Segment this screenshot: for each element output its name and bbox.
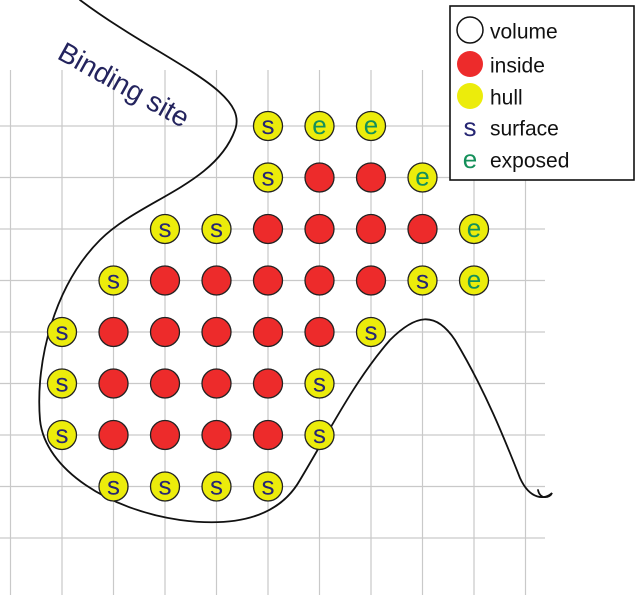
inside-point [201, 419, 232, 451]
legend: volume inside hull s surface e exposed [449, 5, 635, 181]
inside-point [304, 316, 335, 348]
surface-point-glyph: s [262, 471, 275, 501]
inside-point [201, 265, 232, 296]
exposed-point-glyph: e [467, 213, 481, 243]
inside-point [355, 162, 387, 193]
exposed-point-glyph: e [415, 162, 429, 192]
legend-label-volume: volume [490, 21, 558, 44]
exposed-glyph: e [463, 144, 477, 174]
inside-point [98, 368, 129, 399]
surface-point-glyph: s [56, 316, 69, 346]
legend-label-hull: hull [490, 87, 523, 110]
surface-point [252, 471, 284, 502]
exposed-point [407, 162, 438, 193]
legend-item-volume: volume [456, 16, 558, 44]
inside-point [98, 316, 129, 348]
inside-point [98, 419, 129, 451]
exposed-point-glyph: e [364, 110, 378, 140]
binding-site-label: Binding site [53, 36, 195, 133]
surface-point [252, 110, 284, 142]
surface-point [201, 213, 232, 245]
legend-item-hull: hull [457, 83, 523, 110]
inside-point [201, 316, 232, 348]
legend-item-inside: inside [457, 51, 545, 78]
surface-point [201, 471, 232, 502]
volume-marker [456, 16, 484, 44]
exposed-point [458, 265, 490, 296]
inside-point [149, 368, 181, 399]
exposed-point-glyph: e [467, 265, 481, 295]
surface-point-glyph: s [416, 265, 429, 295]
surface-point-glyph: s [107, 265, 120, 295]
surface-point-glyph: s [365, 316, 378, 346]
inside-point [355, 265, 387, 296]
legend-item-surface: s surface [464, 112, 559, 142]
surface-point-glyph: s [262, 110, 275, 140]
inside-point [304, 213, 335, 245]
hull-marker [457, 83, 483, 109]
inside-point [252, 419, 284, 451]
legend-label-inside: inside [490, 55, 545, 78]
surface-point-glyph: s [56, 368, 69, 398]
inside-point [149, 419, 181, 451]
exposed-point [304, 110, 335, 142]
surface-point-glyph: s [210, 471, 223, 501]
surface-point [46, 316, 78, 348]
inside-point [252, 368, 284, 399]
surface-point [355, 316, 387, 348]
legend-label-surface: surface [490, 118, 559, 141]
surface-point [304, 419, 335, 451]
surface-point-glyph: s [159, 471, 172, 501]
surface-point [149, 213, 181, 245]
inside-point [149, 265, 181, 296]
surface-point [304, 368, 335, 399]
surface-point [98, 265, 129, 296]
surface-glyph: s [464, 112, 477, 142]
surface-point [407, 265, 438, 296]
exposed-point [355, 110, 387, 142]
surface-point [46, 368, 78, 399]
inside-marker [457, 51, 483, 77]
inside-point [252, 213, 284, 245]
surface-point-glyph: s [313, 368, 326, 398]
surface-point-glyph: s [159, 213, 172, 243]
surface-point [149, 471, 181, 502]
legend-label-exposed: exposed [490, 150, 569, 173]
inside-point [304, 265, 335, 296]
inside-point [149, 316, 181, 348]
binding-site-outline [38, 0, 553, 524]
surface-point-glyph: s [313, 419, 326, 449]
surface-point-glyph: s [56, 419, 69, 449]
inside-point [355, 213, 387, 245]
surface-point [98, 471, 129, 502]
inside-point [304, 162, 335, 193]
surface-point [252, 162, 284, 193]
inside-point [201, 368, 232, 399]
legend-item-exposed: e exposed [463, 144, 570, 174]
surface-point-glyph: s [262, 162, 275, 192]
exposed-point [458, 213, 490, 245]
exposed-point-glyph: e [312, 110, 326, 140]
inside-point [252, 316, 284, 348]
surface-point-glyph: s [210, 213, 223, 243]
surface-point-glyph: s [107, 471, 120, 501]
surface-point [46, 419, 78, 451]
inside-point [252, 265, 284, 296]
inside-point [407, 213, 438, 245]
